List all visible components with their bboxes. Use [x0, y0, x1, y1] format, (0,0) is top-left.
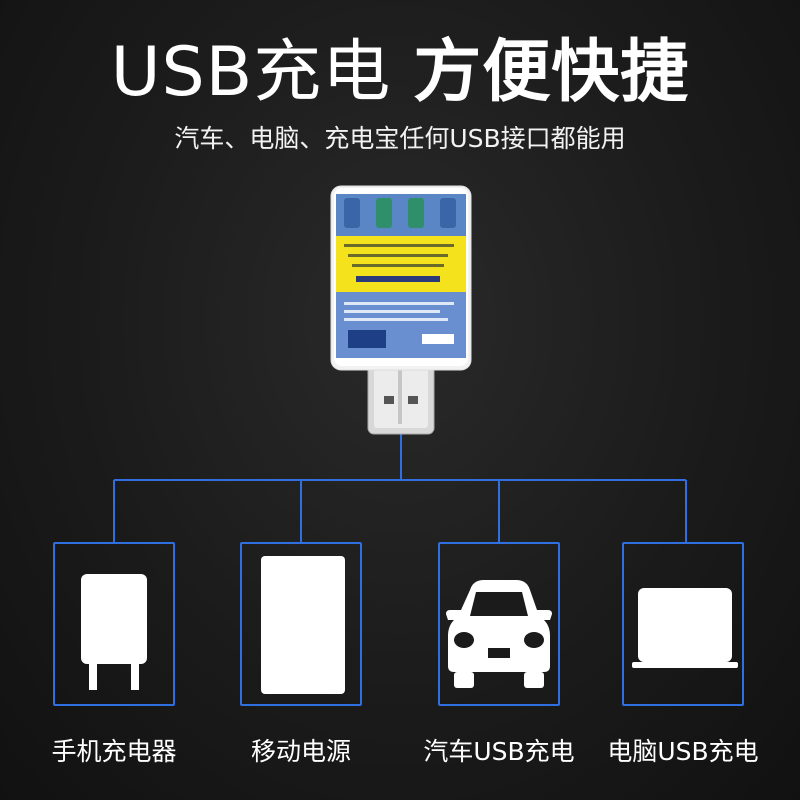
usb-device-image	[330, 185, 472, 435]
laptop-icon	[632, 588, 738, 668]
title-emphasis: 方便快捷	[413, 33, 690, 112]
power-bank-icon	[261, 556, 345, 694]
device-card-laptop	[622, 542, 744, 706]
device-label-power-bank: 移动电源	[250, 737, 351, 766]
page-subtitle: 汽车、电脑、充电宝任何USB接口都能用	[174, 124, 626, 153]
device-card-phone-charger	[53, 542, 175, 706]
title-main: USB充电	[110, 33, 392, 112]
phone-charger-icon	[81, 574, 147, 690]
device-label-car: 汽车USB充电	[423, 737, 575, 766]
page-title: USB充电方便快捷	[0, 28, 800, 118]
device-label-phone-charger: 手机充电器	[51, 737, 177, 766]
device-label-laptop: 电脑USB充电	[607, 737, 759, 766]
device-card-power-bank	[240, 542, 362, 706]
car-icon	[446, 580, 552, 688]
device-card-car	[438, 542, 560, 706]
